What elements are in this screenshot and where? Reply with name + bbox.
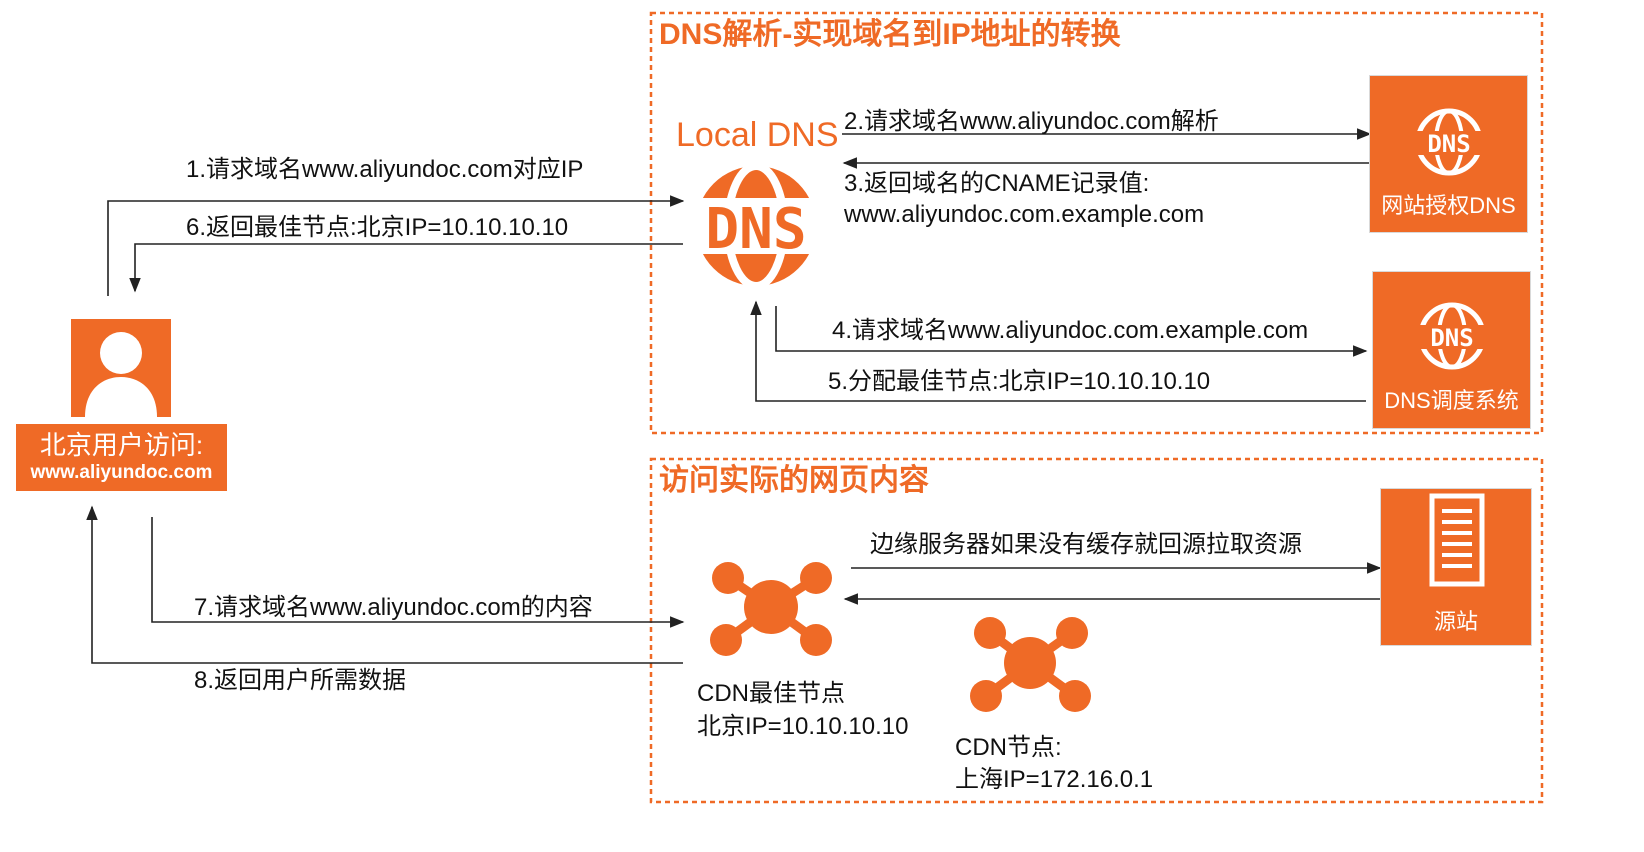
- svg-text:DNS: DNS: [1430, 324, 1473, 352]
- arrow-step-8: [86, 505, 683, 664]
- dns-globe-icon: DNS: [1413, 108, 1485, 176]
- step-3-label-line1: 3.返回域名的CNAME记录值:: [844, 170, 1150, 197]
- cdn-shanghai-node-label-line1: CDN节点:: [955, 734, 1062, 761]
- step-6-label: 6.返回最佳节点:北京IP=10.10.10.10: [186, 214, 569, 241]
- step-5-label: 5.分配最佳节点:北京IP=10.10.10.10: [828, 368, 1211, 395]
- step-3-label-line2: www.aliyundoc.com.example.com: [844, 201, 1205, 228]
- cdn-best-node-label-line1: CDN最佳节点: [697, 680, 845, 707]
- content-section-frame: [649, 457, 1544, 804]
- step-8-label: 8.返回用户所需数据: [194, 667, 407, 694]
- local-dns-globe-icon: DNS: [684, 162, 828, 290]
- step-4-label: 4.请求域名www.aliyundoc.com.example.com: [832, 317, 1309, 344]
- user-icon: [85, 332, 157, 417]
- content-section-title: 访问实际的网页内容: [659, 464, 929, 497]
- arrow-step-7: [151, 517, 685, 628]
- local-dns-label: Local DNS: [676, 116, 839, 154]
- dns-section-title: DNS解析-实现域名到IP地址的转换: [659, 18, 1121, 51]
- user-label-box: 北京用户访问: www.aliyundoc.com: [16, 424, 227, 491]
- arrow-step-6: [129, 243, 683, 293]
- dns-scheduling-label: DNS调度系统: [1384, 388, 1519, 413]
- step-7-label: 7.请求域名www.aliyundoc.com的内容: [194, 594, 593, 621]
- authoritative-dns-label: 网站授权DNS: [1381, 193, 1516, 218]
- dns-section-frame: [649, 11, 1544, 435]
- step-2-label: 2.请求域名www.aliyundoc.com解析: [844, 108, 1219, 135]
- user-label-line2: www.aliyundoc.com: [30, 462, 213, 483]
- cdn-best-node-label-line2: 北京IP=10.10.10.10: [697, 713, 909, 740]
- dns-scheduling-box: DNS DNS调度系统: [1372, 271, 1531, 429]
- origin-server-box: 源站: [1380, 488, 1532, 646]
- cdn-shanghai-node-label-line2: 上海IP=172.16.0.1: [955, 766, 1154, 793]
- document-icon: [1429, 493, 1485, 587]
- authoritative-dns-box: DNS 网站授权DNS: [1369, 75, 1528, 233]
- dns-globe-icon: DNS: [1416, 302, 1488, 370]
- cdn-shanghai-node-icon: [970, 617, 1091, 712]
- svg-text:DNS: DNS: [1427, 130, 1470, 158]
- cdn-best-node-icon: [710, 562, 832, 656]
- origin-server-label: 源站: [1433, 609, 1478, 634]
- step-1-label: 1.请求域名www.aliyundoc.com对应IP: [186, 156, 584, 183]
- user-label-line1: 北京用户访问:: [39, 430, 204, 460]
- arrow-step-1: [107, 195, 685, 296]
- svg-text:DNS: DNS: [705, 197, 806, 262]
- arrow-step-4: [775, 306, 1368, 357]
- edge-fetch-note: 边缘服务器如果没有缓存就回源拉取资源: [870, 531, 1302, 558]
- arrow-step-5: [750, 300, 1366, 402]
- user-avatar-box: [71, 319, 171, 417]
